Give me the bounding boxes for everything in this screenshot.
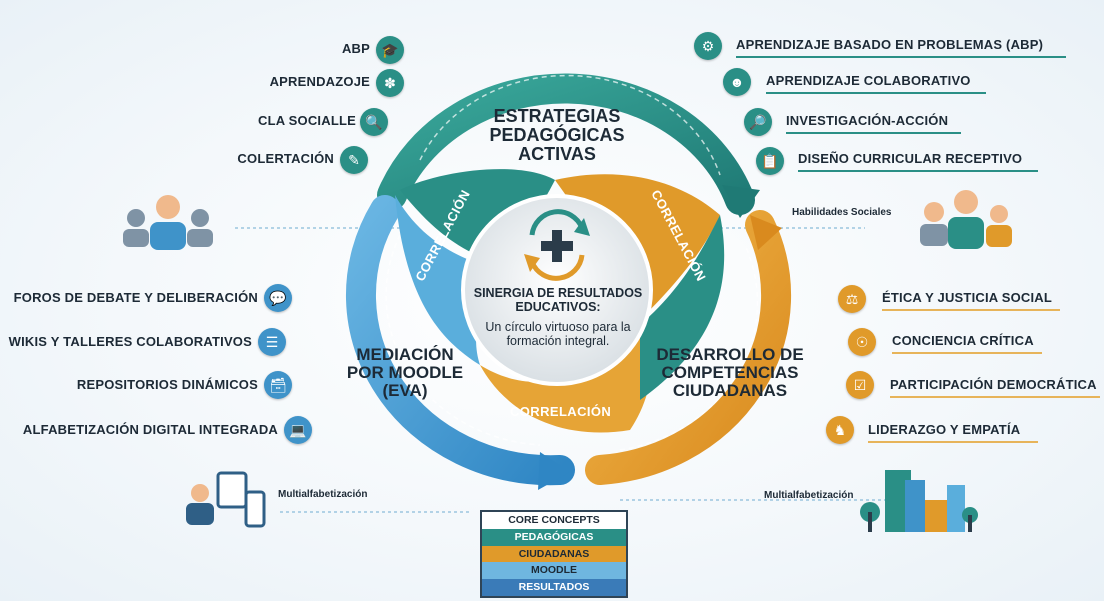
multialfabetizacion-right-label: Multialfabetización [764, 490, 854, 501]
habilidades-label: Habilidades Sociales [792, 207, 892, 218]
sync-plus-icon [524, 209, 590, 281]
legend-item-moodle: MOODLE [482, 562, 626, 580]
right-bottom-item: CONCIENCIA CRÍTICA [892, 333, 1034, 348]
people-icon-right [920, 190, 1012, 249]
forum-icon: 💬 [264, 284, 292, 312]
right-top-item: APRENDIZAJE BASADO EN PROBLEMAS (ABP) [736, 37, 1044, 52]
left-top-item: COLERTACIÓN [237, 151, 334, 166]
people-icon-left [123, 195, 213, 250]
right-bottom-item: PARTICIPACIÓN DEMOCRÁTICA [890, 377, 1097, 392]
legend-item-resultados: RESULTADOS [482, 579, 626, 596]
right-bottom-item: ÉTICA Y JUSTICIA SOCIAL [882, 290, 1053, 305]
segment-title-right: DESARROLLO DE COMPETENCIAS CIUDADANAS [656, 345, 804, 400]
outer-rings [346, 73, 792, 486]
right-bottom-item: LIDERAZGO Y EMPATÍA [868, 422, 1021, 437]
justice-scale-icon: ⚖ [838, 285, 866, 313]
democracy-icon: ☑ [846, 371, 874, 399]
city-icon [860, 470, 978, 532]
chat-search-icon: 🔍 [360, 108, 388, 136]
core-concepts-legend: CORE CONCEPTS PEDAGÓGICAS CIUDADANAS MOO… [480, 510, 628, 598]
network-icon: ✽ [376, 69, 404, 97]
segment-title-top: ESTRATEGIAS PEDAGÓGICAS ACTIVAS [489, 106, 625, 164]
leader-icon: ♞ [826, 416, 854, 444]
digital-literacy-icon: 💻 [284, 416, 312, 444]
left-bottom-item: ALFABETIZACIÓN DIGITAL INTEGRADA [22, 422, 278, 437]
connector-lines [235, 227, 890, 513]
multialfabetizacion-left-label: Multialfabetización [278, 489, 368, 500]
devices-icon [186, 471, 266, 528]
legend-item-pedagogicas: PEDAGÓGICAS [482, 528, 626, 546]
curriculum-icon: 📋 [756, 147, 784, 175]
left-top-item: CLA SOCIALLE [258, 113, 356, 128]
wiki-icon: ☰ [258, 328, 286, 356]
correlation-label-bottom: CORRELACIÓN [510, 404, 612, 419]
document-edit-icon: ✎ [340, 146, 368, 174]
left-bottom-item: FOROS DE DEBATE Y DELIBERACIÓN [13, 290, 258, 305]
left-top-item: APRENDAZOJE [269, 74, 370, 89]
center-circle [461, 194, 653, 386]
graduation-cap-icon: 🎓 [376, 36, 404, 64]
left-bottom-item: REPOSITORIOS DINÁMICOS [76, 377, 258, 392]
repository-icon: 🗃 [264, 371, 292, 399]
center-title: SINERGIA DE RESULTADOS EDUCATIVOS: [473, 286, 643, 315]
left-bottom-item: WIKIS Y TALLERES COLABORATIVOS [8, 334, 252, 349]
right-top-item: INVESTIGACIÓN-ACCIÓN [786, 113, 949, 128]
center-subtitle: Un círculo virtuoso para la formación in… [485, 320, 631, 349]
legend-header: CORE CONCEPTS [508, 514, 600, 526]
inner-arrow-guides [385, 74, 759, 451]
magnifier-icon: 🔎 [744, 108, 772, 136]
team-icon: ☻ [723, 68, 751, 96]
segment-title-left: MEDIACIÓN POR MOODLE (EVA) [346, 345, 464, 400]
gear-bulb-icon: ⚙ [694, 32, 722, 60]
right-top-item: APRENDIZAJE COLABORATIVO [766, 73, 971, 88]
right-top-item: DISEÑO CURRICULAR RECEPTIVO [798, 151, 1023, 166]
left-top-item: ABP [341, 41, 370, 56]
arrow-heads [538, 185, 782, 490]
legend-item-ciudadanas: CIUDADANAS [482, 545, 626, 563]
mind-icon: ☉ [848, 328, 876, 356]
